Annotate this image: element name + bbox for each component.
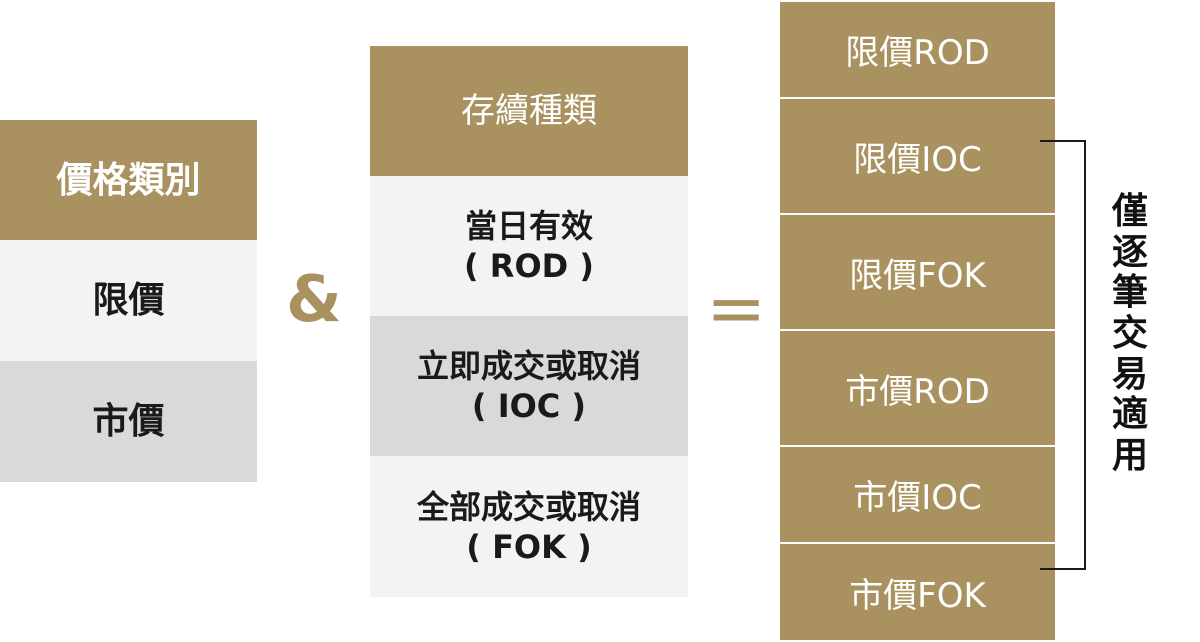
combination-limit-ioc: 限價IOC — [780, 99, 1055, 215]
note-char: 用 — [1111, 435, 1148, 477]
duration-fok-code: ( FOK ) — [466, 527, 592, 566]
price-type-limit-label: 限價 — [92, 280, 165, 321]
scope-bracket — [1040, 140, 1086, 570]
duration-rod-code: ( ROD ) — [464, 247, 594, 285]
combination-label: 市價IOC — [853, 478, 982, 518]
duration-rod: 當日有效 ( ROD ) — [370, 176, 688, 316]
note-char: 逐 — [1111, 231, 1148, 273]
combination-limit-fok: 限價FOK — [780, 215, 1055, 331]
combination-market-fok: 市價FOK — [780, 544, 1055, 640]
duration-ioc-name: 立即成交或取消 — [416, 347, 641, 385]
price-type-limit: 限價 — [0, 240, 257, 361]
price-type-market-label: 市價 — [92, 401, 165, 442]
duration-fok-name: 全部成交或取消 — [416, 487, 641, 526]
duration-ioc: 立即成交或取消 ( IOC ) — [370, 316, 688, 456]
combination-market-ioc: 市價IOC — [780, 447, 1055, 544]
note-char: 僅 — [1111, 191, 1148, 232]
ampersand-symbol: & — [286, 263, 342, 337]
combination-label: 市價ROD — [845, 371, 990, 412]
combination-label: 限價IOC — [853, 139, 982, 180]
price-type-header-label: 價格類別 — [56, 159, 201, 201]
equals-symbol: = — [706, 266, 767, 350]
note-char: 交 — [1111, 313, 1148, 355]
combination-label: 限價ROD — [845, 33, 990, 73]
note-char: 筆 — [1111, 272, 1148, 314]
duration-ioc-code: ( IOC ) — [471, 387, 587, 425]
duration-fok: 全部成交或取消 ( FOK ) — [370, 456, 688, 597]
combination-label: 限價FOK — [849, 255, 986, 296]
combination-market-rod: 市價ROD — [780, 331, 1055, 447]
duration-rod-name: 當日有效 — [464, 207, 593, 245]
price-type-header: 價格類別 — [0, 120, 257, 240]
tick-by-tick-note: 僅 逐 筆 交 易 適 用 — [1106, 191, 1154, 477]
combination-limit-rod: 限價ROD — [780, 2, 1055, 99]
note-char: 適 — [1111, 394, 1148, 436]
price-type-market: 市價 — [0, 361, 257, 482]
duration-header-label: 存續種類 — [461, 90, 597, 131]
duration-header: 存續種類 — [370, 46, 688, 176]
note-char: 易 — [1111, 353, 1148, 395]
combination-label: 市價FOK — [849, 575, 986, 616]
